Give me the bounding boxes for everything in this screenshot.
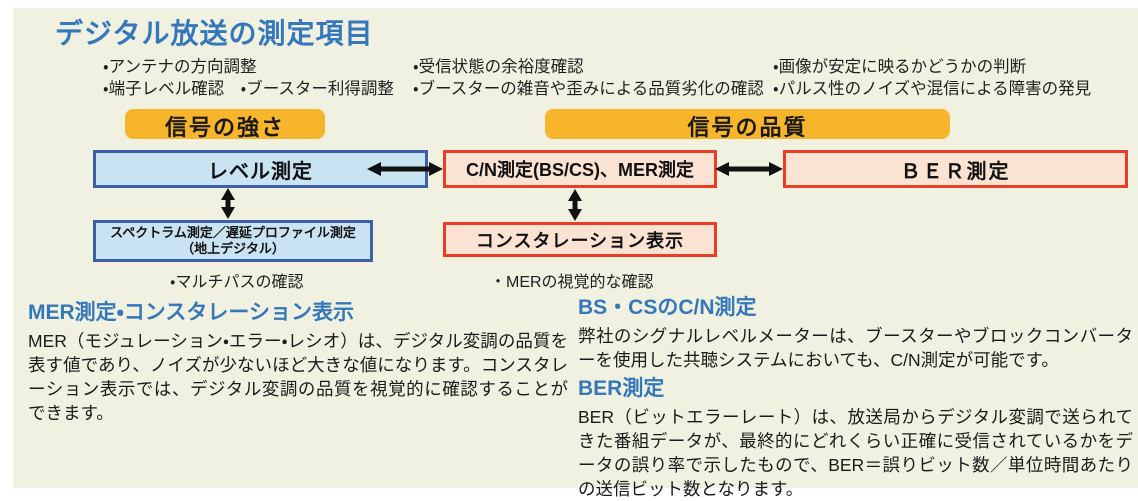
section-heading: MER測定・コンスタレーション表示 — [28, 301, 354, 324]
box-spectrum-measurement: スペクトラム測定／遅延プロファイル測定 （地上デジタル） — [93, 220, 373, 262]
section-body: MER（モジュレーション・エラー・レシオ）は、デジタル変調の品質を表す値であり、… — [28, 331, 568, 423]
header-signal-quality: 信号の品質 — [545, 109, 950, 140]
double-arrow-vertical-icon — [566, 188, 584, 222]
section-body: BER（ビットエラーレート）は、放送局からデジタル変調で送られてきた番組データが… — [578, 407, 1133, 499]
box-constellation-display: コンスタレーション表示 — [443, 222, 717, 257]
bullet-item: ・パルス性のノイズや混信による障害の発見 — [773, 79, 1092, 98]
bullet-item: ・受信状態の余裕度確認 — [413, 58, 584, 76]
bullet-group-quality-left: ・受信状態の余裕度確認 ・ブースターの雑音や歪みによる品質劣化の確認 — [413, 57, 764, 100]
section-heading: BS・CSのC/N測定 — [578, 296, 757, 319]
section-ber: BER測定 BER（ビットエラーレート）は、放送局からデジタル変調で送られてきた… — [578, 372, 1133, 501]
bullet-item: ・端子レベル確認 ・ブースター利得調整 — [103, 79, 394, 98]
bullet-item: ・ブースターの雑音や歪みによる品質劣化の確認 — [413, 79, 764, 98]
section-bscs-cn: BS・CSのC/N測定 弊社のシグナルレベルメーターは、ブースターやブロックコン… — [578, 291, 1133, 372]
box-ber-measurement: ＢＥＲ測定 — [783, 150, 1128, 188]
double-arrow-horizontal-icon — [366, 160, 444, 178]
note-mer-visual: ・MERの視覚的な確認 — [490, 274, 654, 291]
double-arrow-vertical-icon — [219, 187, 237, 220]
box-cn-mer-measurement: C/N測定(BS/CS)、MER測定 — [443, 150, 717, 188]
bullet-group-quality-right: ・画像が安定に映るかどうかの判断 ・パルス性のノイズや混信による障害の発見 — [773, 57, 1091, 100]
bullet-item: ・画像が安定に映るかどうかの判断 — [773, 58, 1027, 76]
section-body: 弊社のシグナルレベルメーターは、ブースターやブロックコンバーターを使用した共聴シ… — [578, 326, 1133, 370]
header-signal-strength: 信号の強さ — [125, 109, 325, 140]
bullet-group-strength: ・アンテナの方向調整 ・端子レベル確認 ・ブースター利得調整 — [103, 57, 394, 100]
note-multipath: ・マルチパスの確認 — [170, 274, 304, 291]
box-spectrum-line2: （地上デジタル） — [181, 241, 285, 256]
bullet-item: ・アンテナの方向調整 — [103, 58, 257, 76]
section-heading: BER測定 — [578, 377, 665, 400]
page-title: デジタル放送の測定項目 — [55, 18, 374, 49]
content-panel: デジタル放送の測定項目 ・アンテナの方向調整 ・端子レベル確認 ・ブースター利得… — [13, 8, 1138, 499]
box-spectrum-line1: スペクトラム測定／遅延プロファイル測定 — [110, 225, 356, 240]
section-mer-constellation: MER測定・コンスタレーション表示 MER（モジュレーション・エラー・レシオ）は… — [28, 296, 568, 425]
double-arrow-horizontal-icon — [714, 160, 784, 178]
